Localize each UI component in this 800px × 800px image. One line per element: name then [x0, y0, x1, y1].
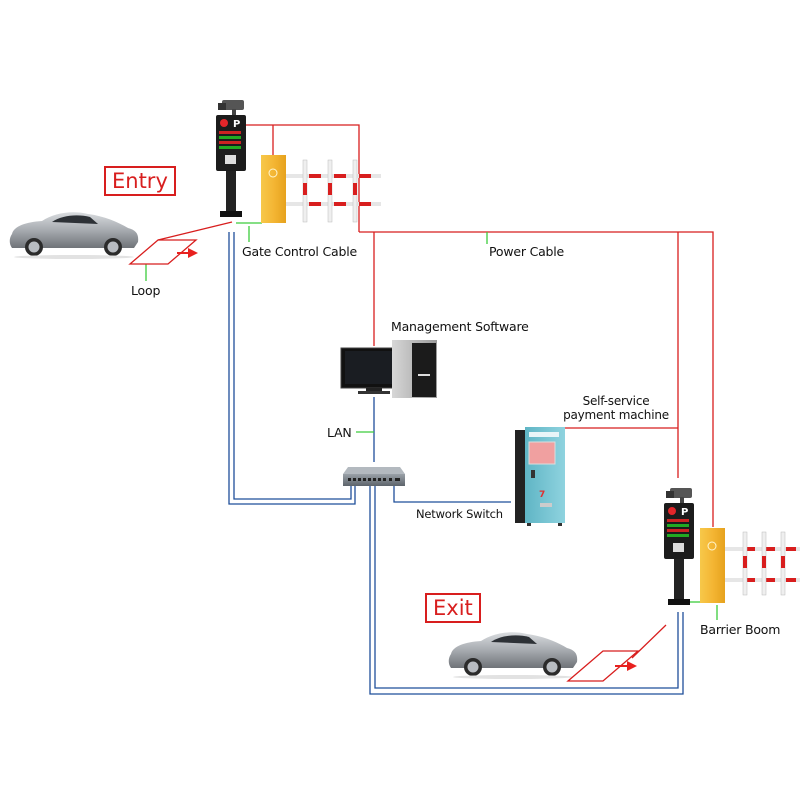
power-cables: [157, 124, 714, 659]
exit-loop-wire: [631, 624, 667, 659]
management-pc: [340, 340, 437, 398]
exit-lpr-terminal: P: [664, 488, 694, 605]
network-cable-kiosk: [393, 486, 511, 503]
payment-machine-label-line1: Self-service: [582, 394, 650, 408]
power-cable-entry-terminal: [246, 124, 360, 232]
network-switch-label: Network Switch: [416, 507, 503, 521]
exit-zone-label: Exit: [425, 593, 481, 623]
network-cables: [228, 232, 684, 695]
svg-text:7: 7: [539, 490, 545, 500]
entry-direction-arrow: [177, 248, 198, 258]
payment-kiosk: 7: [515, 427, 565, 526]
power-cable-main-bus: [359, 231, 714, 527]
power-cable-label: Power Cable: [489, 244, 565, 259]
loop-label: Loop: [131, 283, 161, 298]
camera-icon: [670, 488, 692, 498]
svg-text:P: P: [233, 119, 240, 130]
exit-direction-arrow: [615, 661, 637, 671]
entry-zone-label: Entry: [104, 166, 176, 196]
payment-machine-label-line2: payment machine: [563, 408, 669, 422]
management-software-label: Management Software: [391, 319, 529, 334]
entry-lpr-terminal: P: [216, 100, 246, 217]
network-switch: [343, 467, 405, 486]
network-cable-exit-b: [374, 486, 679, 689]
entry-car: [9, 212, 139, 259]
entry-barrier-gate: [261, 155, 381, 223]
exit-car: [448, 632, 578, 679]
entry-loop: [128, 239, 198, 265]
svg-text:P: P: [681, 507, 688, 518]
network-cable-exit-a: [369, 486, 684, 695]
camera-icon: [222, 100, 244, 110]
leader-lines: [145, 222, 718, 620]
network-cable-entry-b: [233, 232, 352, 500]
payment-machine-label: Self-service payment machine: [561, 394, 671, 422]
barrier-boom-label: Barrier Boom: [700, 622, 781, 637]
lan-label: LAN: [327, 425, 352, 440]
network-cable-entry-a: [228, 232, 356, 505]
exit-loop: [566, 650, 640, 682]
exit-barrier-gate: [700, 528, 800, 603]
gate-control-cable-label: Gate Control Cable: [242, 244, 357, 259]
entry-loop-wire: [157, 221, 233, 241]
